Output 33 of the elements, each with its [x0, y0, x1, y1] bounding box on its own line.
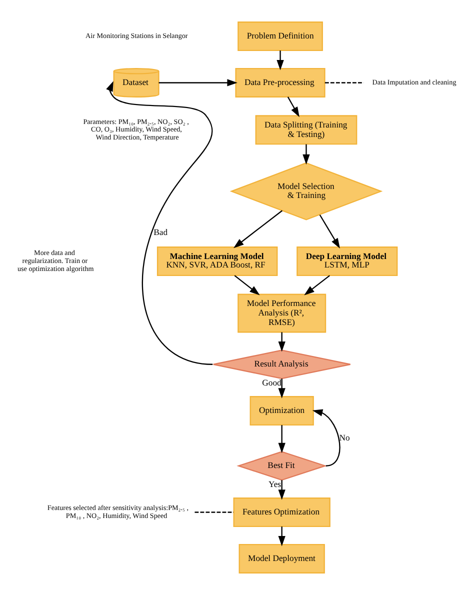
- arrow: [278, 332, 286, 352]
- edge-label: Bad: [154, 226, 168, 237]
- node-diamond: Model Selection & Training: [230, 162, 383, 220]
- edge-label: Yes: [268, 478, 282, 488]
- node-box: Data Pre-processing: [235, 67, 326, 97]
- arrow: [276, 50, 284, 70]
- node-diamond: Result Analysis: [212, 349, 351, 379]
- node-box: Data Splitting (Training & Testing): [255, 114, 358, 144]
- node-box: Problem Definition: [238, 21, 323, 51]
- arrow: [287, 96, 300, 117]
- connector: [194, 511, 234, 512]
- node-diamond: Best Fit: [236, 450, 328, 480]
- arrow: [278, 424, 286, 453]
- node-box: Features Optimization: [233, 497, 330, 527]
- arrow: [304, 274, 330, 295]
- arrow: [312, 408, 340, 466]
- arrow: [278, 480, 286, 500]
- arrow: [319, 214, 340, 248]
- arrow: [234, 274, 260, 295]
- edge-label: No: [339, 432, 350, 442]
- edge-label: Good: [262, 376, 282, 387]
- connector: [324, 82, 364, 83]
- node-box: Model Deployment: [238, 543, 325, 573]
- node-box: Deep Learning Model LSTM, MLP: [296, 246, 398, 276]
- arrow: [278, 526, 286, 546]
- arrow: [234, 210, 283, 248]
- node-box: Optimization: [250, 396, 314, 426]
- arrow: [302, 144, 310, 164]
- node-box: Machine Learning Model KNN, SVR, ADA Boost, RF: [156, 246, 278, 276]
- node-box: Model Performance Analysis (R², RMSE): [238, 293, 326, 332]
- arrow: [278, 378, 286, 398]
- arrow: [158, 78, 238, 86]
- arrow: [106, 80, 213, 364]
